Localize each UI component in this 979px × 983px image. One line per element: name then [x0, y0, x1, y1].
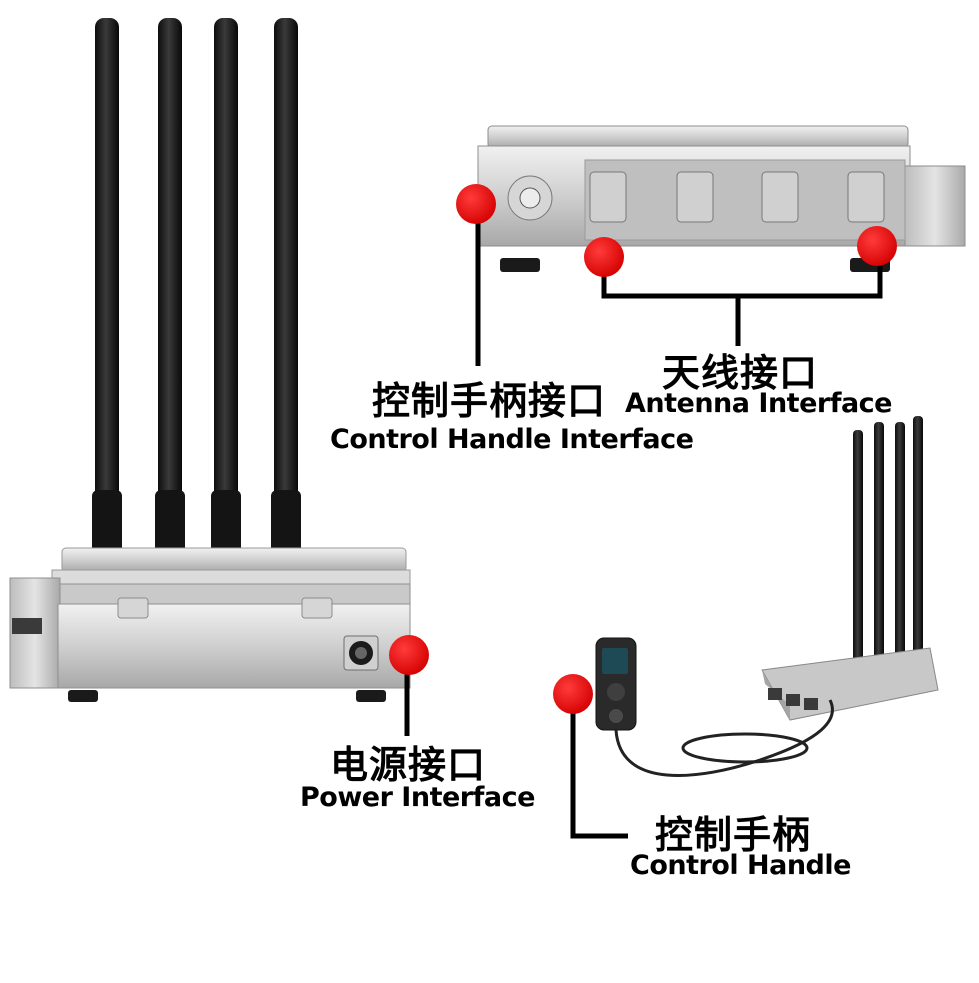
label-control-handle-interface-en: Control Handle Interface — [330, 424, 694, 455]
antenna-icon — [155, 18, 185, 560]
marker-dot-antenna-1 — [584, 237, 624, 277]
antenna-icon — [271, 18, 301, 560]
small-device-illustration — [761, 416, 939, 721]
label-power-interface-cn: 电源接口 — [330, 743, 487, 787]
label-control-handle-interface-cn: 控制手柄接口 — [372, 379, 607, 423]
leader-antenna-bracket — [601, 248, 883, 299]
device-closeup-illustration — [477, 125, 966, 272]
marker-dot-control-handle — [553, 674, 593, 714]
control-handle-illustration — [595, 637, 834, 777]
label-power-interface-en: Power Interface — [300, 782, 535, 813]
marker-dot-control-interface — [456, 184, 496, 224]
label-antenna-interface-en: Antenna Interface — [625, 388, 892, 419]
main-device-illustration — [9, 18, 411, 702]
antenna-icon — [211, 18, 241, 560]
antenna-icon — [92, 18, 122, 560]
marker-dot-power — [389, 635, 429, 675]
label-control-handle-cn: 控制手柄 — [655, 813, 812, 857]
marker-dot-antenna-4 — [857, 226, 897, 266]
leader-control-handle — [570, 696, 628, 839]
label-antenna-interface-cn: 天线接口 — [662, 351, 819, 395]
label-control-handle-en: Control Handle — [630, 850, 851, 881]
marker-dots — [389, 184, 897, 714]
